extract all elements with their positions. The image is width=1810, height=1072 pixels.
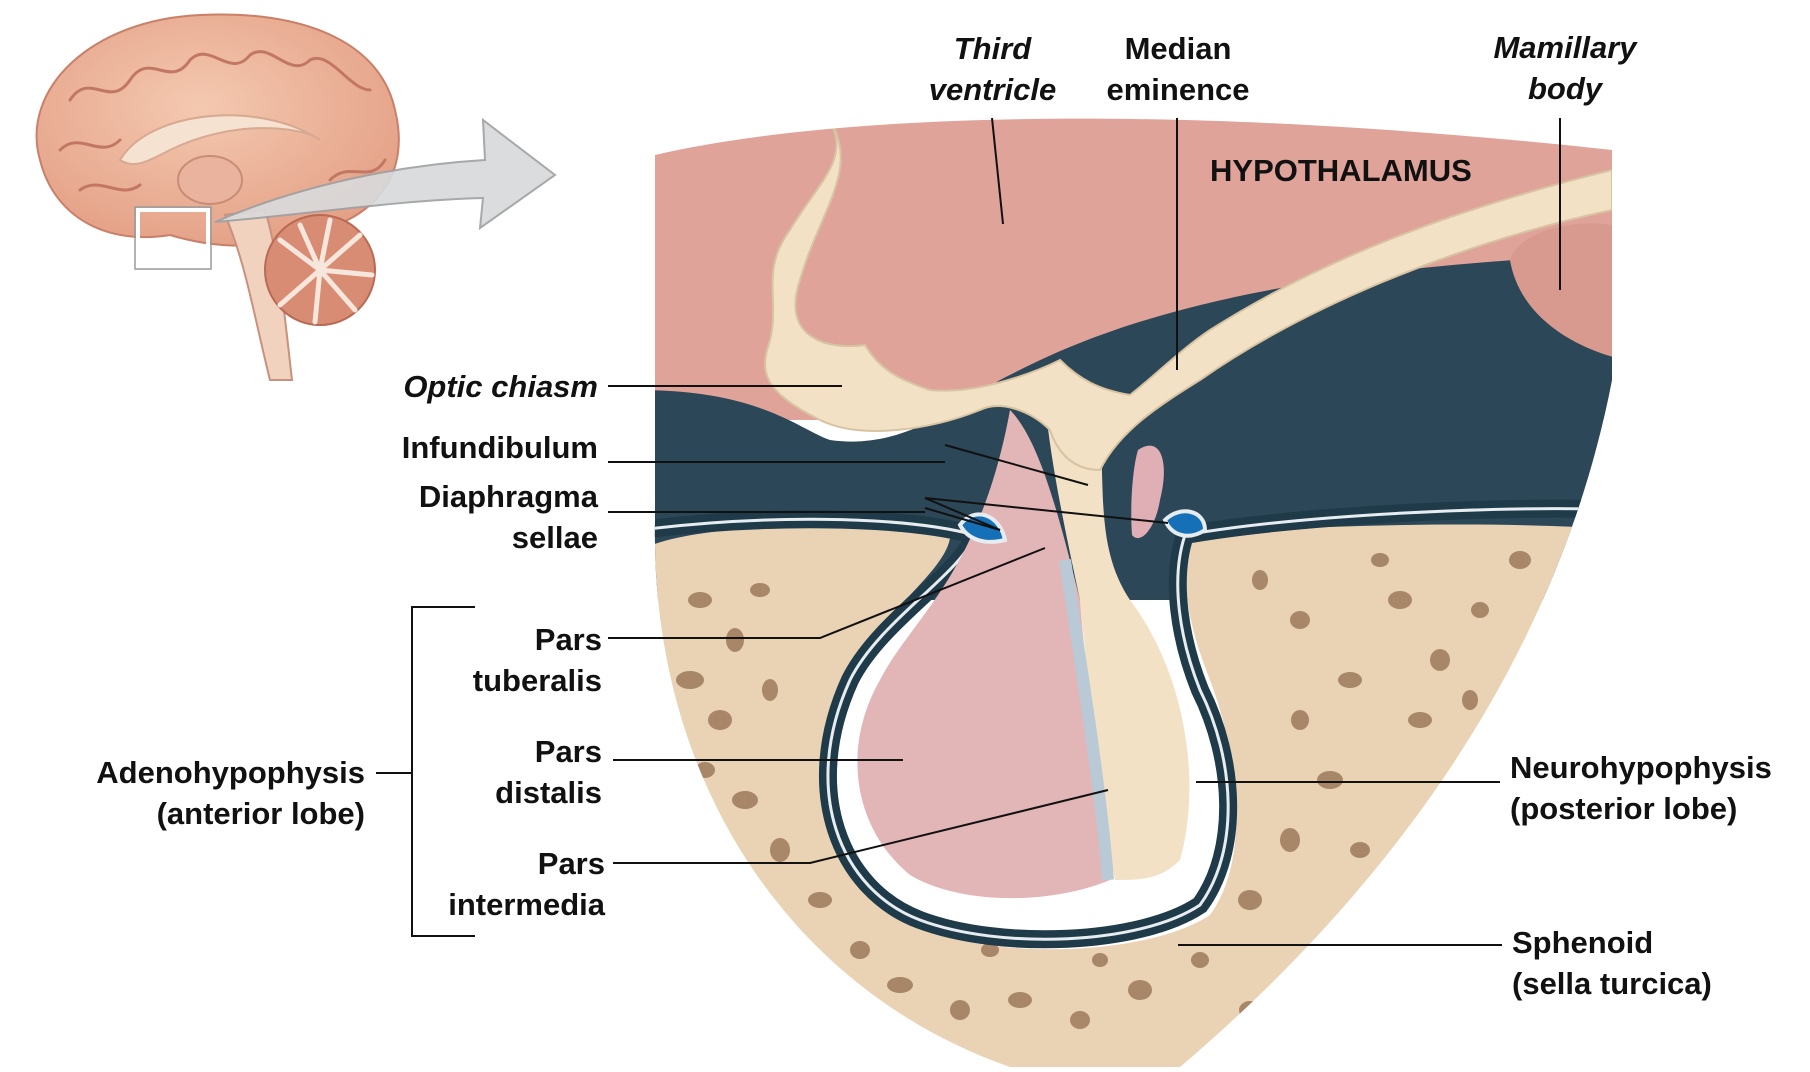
label-hypothalamus: HYPOTHALAMUS [1210, 150, 1472, 191]
label-infundibulum: Infundibulum [340, 427, 598, 468]
thalamus [178, 156, 242, 204]
label-adenohypophysis: Adenohypophysis(anterior lobe) [20, 752, 365, 834]
label-optic-chiasm: Optic chiasm [340, 366, 598, 407]
brain-inset [37, 14, 555, 380]
label-sphenoid: Sphenoid(sella turcica) [1512, 922, 1712, 1004]
label-neurohypophysis: Neurohypophysis(posterior lobe) [1510, 747, 1772, 829]
